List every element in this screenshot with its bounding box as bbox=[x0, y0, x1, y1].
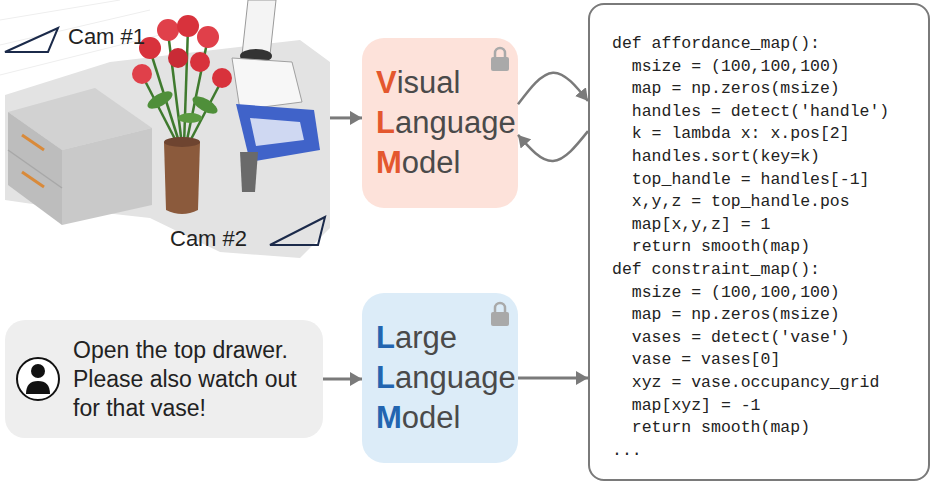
code-line: return smooth(map) bbox=[612, 236, 928, 259]
code-line: msize = (100,100,100) bbox=[612, 282, 928, 305]
flow-arrow bbox=[518, 377, 588, 380]
grid-line bbox=[0, 0, 120, 20]
flower-head bbox=[190, 52, 210, 72]
flower-head bbox=[157, 19, 179, 41]
flow-arrow bbox=[518, 73, 588, 105]
model-box: Visual Language Model bbox=[362, 38, 518, 208]
model-box: Large Language Model bbox=[362, 293, 518, 463]
flower-head bbox=[177, 15, 199, 37]
cabinet-front bbox=[62, 128, 152, 225]
stem bbox=[142, 75, 178, 145]
gripper-panel bbox=[250, 118, 304, 146]
code-line: def constraint_map(): bbox=[612, 259, 928, 282]
code-line: return smooth(map) bbox=[612, 417, 928, 440]
gripper-finger bbox=[240, 152, 258, 192]
arm-link bbox=[242, 0, 276, 55]
drawer-cabinet bbox=[8, 88, 152, 225]
code-line: msize = (100,100,100) bbox=[612, 56, 928, 79]
instruction-bubble: Open the top drawer. Please also watch o… bbox=[5, 320, 323, 438]
flower-head bbox=[197, 26, 219, 48]
model-name-word: Language bbox=[376, 103, 516, 143]
code-line: x,y,z = top_handle.pos bbox=[612, 191, 928, 214]
code-box: def affordance_map(): msize = (100,100,1… bbox=[588, 3, 930, 481]
instruction-text: Open the top drawer. Please also watch o… bbox=[73, 336, 305, 423]
model-name-word: Large bbox=[376, 318, 457, 358]
drawer-handle bbox=[22, 135, 44, 150]
drawer-handle bbox=[22, 172, 44, 187]
flower-head bbox=[168, 48, 188, 68]
code-line: map = np.zeros(msize) bbox=[612, 304, 928, 327]
flower-head bbox=[132, 64, 152, 84]
code-line: k = lambda x: x.pos[2] bbox=[612, 123, 928, 146]
flower-head bbox=[212, 68, 232, 88]
scene-render: Cam #1 Cam #2 bbox=[0, 0, 330, 265]
flow-arrow bbox=[330, 116, 362, 119]
background-grid bbox=[0, 0, 200, 75]
arm-wrist bbox=[232, 58, 302, 110]
camera-label: Cam #1 bbox=[68, 24, 145, 50]
vase-body bbox=[164, 142, 200, 214]
model-name-word: Model bbox=[376, 143, 460, 183]
stem bbox=[188, 80, 222, 145]
code-line: map[x,y,z] = 1 bbox=[612, 214, 928, 237]
code-line: def affordance_map(): bbox=[612, 33, 928, 56]
flow-arrow bbox=[323, 378, 362, 381]
code-line: map[xyz] = -1 bbox=[612, 395, 928, 418]
model-name-word: Model bbox=[376, 398, 460, 438]
model-name: Large Language Model bbox=[376, 318, 512, 438]
vase-rim bbox=[164, 137, 200, 147]
model-name: Visual Language Model bbox=[376, 63, 512, 183]
code-line: ... bbox=[612, 440, 928, 463]
code-line: top_handle = handles[-1] bbox=[612, 169, 928, 192]
model-name-word: Language bbox=[376, 358, 516, 398]
flow-arrow bbox=[518, 131, 588, 161]
stem bbox=[184, 28, 188, 145]
vase bbox=[164, 137, 200, 214]
cabinet-side bbox=[8, 112, 62, 225]
camera-label: Cam #2 bbox=[170, 226, 247, 252]
code-line: xyz = vase.occupancy_grid bbox=[612, 372, 928, 395]
table-point-cloud bbox=[5, 40, 330, 258]
code-line: vases = detect('vase') bbox=[612, 327, 928, 350]
leaf bbox=[178, 113, 202, 123]
drawer-seam bbox=[8, 150, 62, 188]
code-line: map = np.zeros(msize) bbox=[612, 78, 928, 101]
code-line: vase = vases[0] bbox=[612, 349, 928, 372]
flowers bbox=[132, 15, 232, 145]
camera-icon bbox=[270, 217, 325, 245]
code-line: handles = detect('handle') bbox=[612, 101, 928, 124]
code-line: handles.sort(key=k) bbox=[612, 146, 928, 169]
camera-icon bbox=[5, 28, 58, 52]
model-name-word: Visual bbox=[376, 63, 460, 103]
leaf bbox=[145, 88, 175, 112]
robot-arm bbox=[232, 0, 320, 192]
